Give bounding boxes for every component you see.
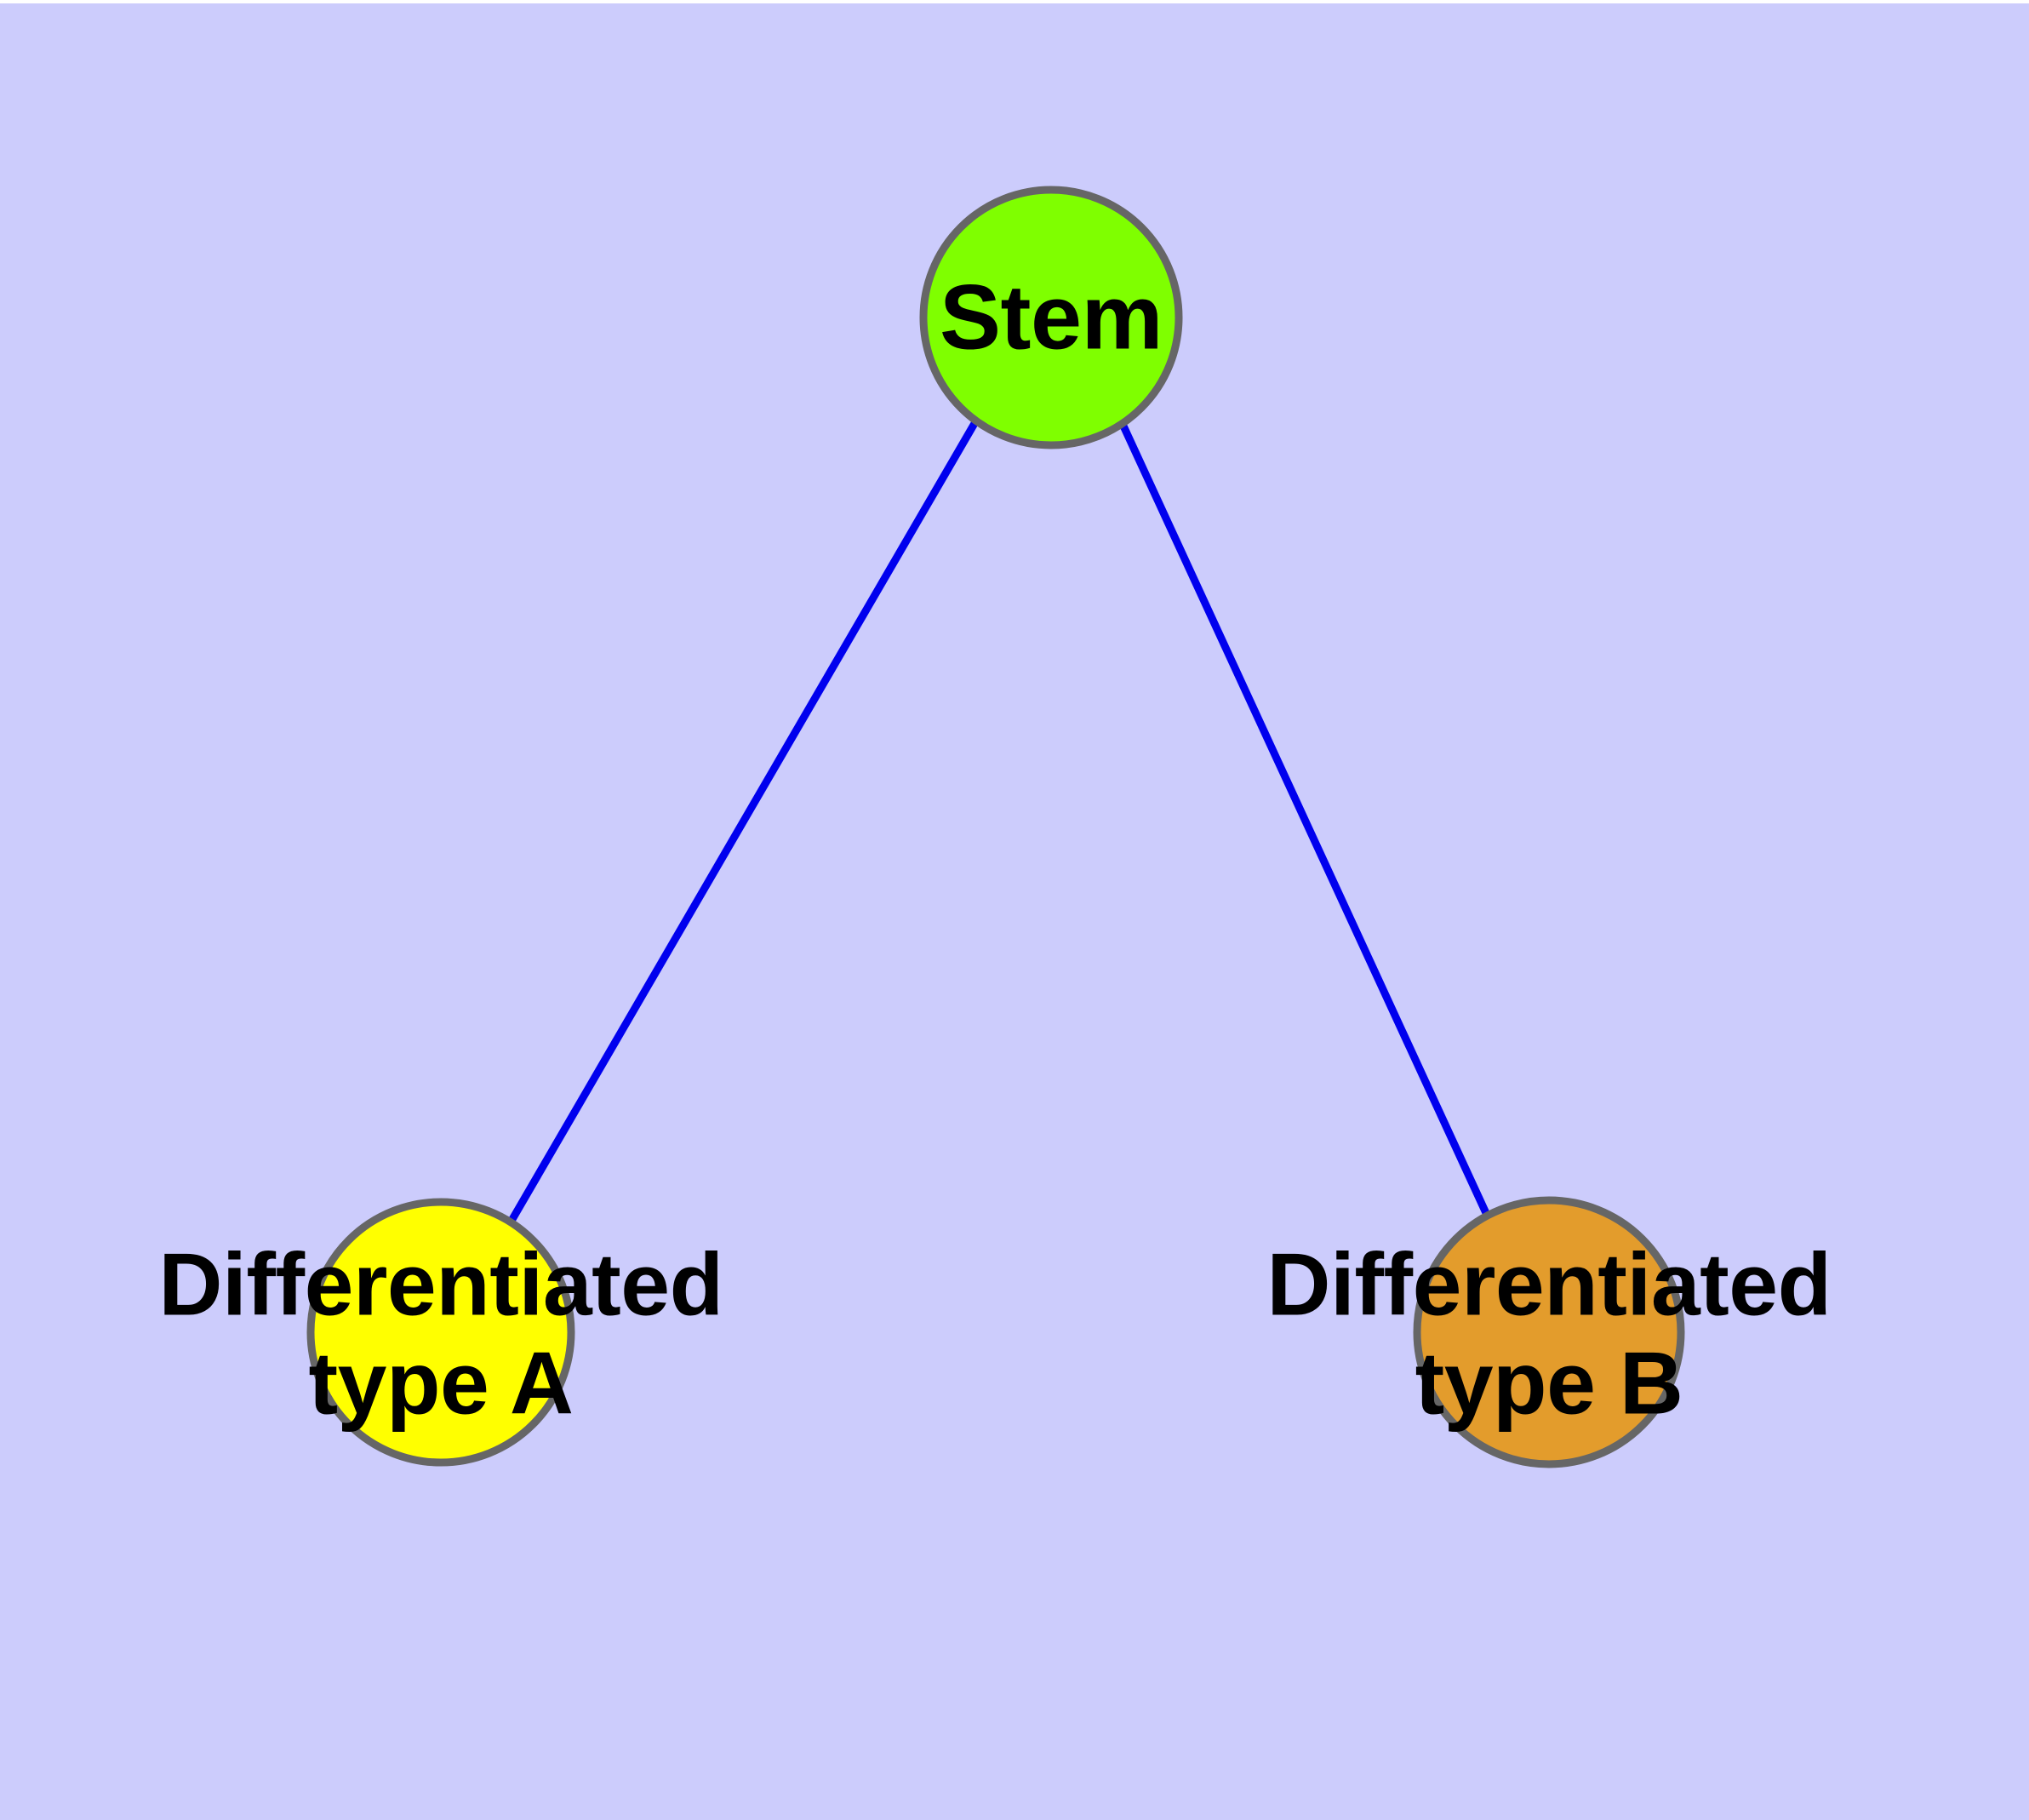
node-differentiated-type-a-circle[interactable]: [306, 1198, 575, 1467]
node-differentiated-type-b-circle[interactable]: [1413, 1196, 1685, 1468]
edge-stem-to-differentiated-type-b: [1117, 421, 1495, 1226]
node-stem-circle[interactable]: [919, 186, 1183, 449]
edge-stem-to-differentiated-type-a: [508, 418, 980, 1223]
nodes-layer: [306, 186, 1685, 1468]
edges-layer: [508, 418, 1495, 1226]
